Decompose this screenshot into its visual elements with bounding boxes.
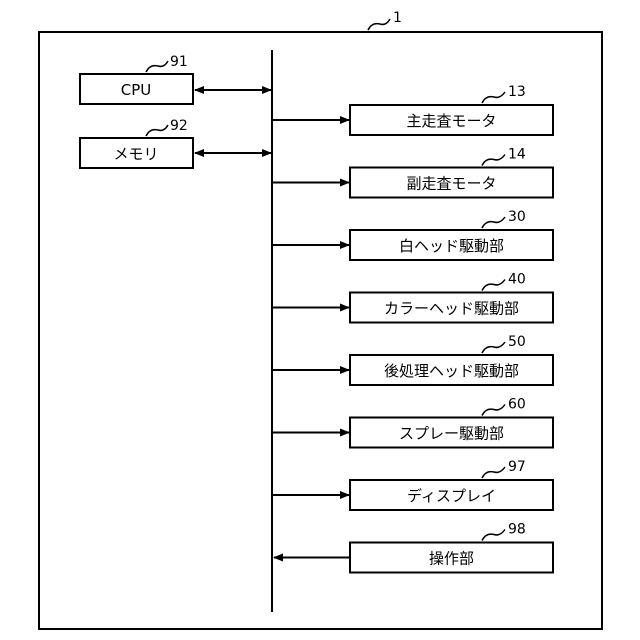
block-14: 副走査モータ 14 — [272, 147, 553, 198]
block-97-label: ディスプレイ — [407, 487, 496, 505]
system-ref: 1 — [393, 10, 402, 26]
memory-ref-leader — [146, 125, 168, 136]
block-97-ref-leader — [482, 467, 505, 478]
block-40-ref: 40 — [508, 272, 526, 288]
block-98-ref-leader — [482, 530, 505, 541]
block-30-ref: 30 — [508, 209, 526, 225]
block-13-ref: 13 — [508, 84, 526, 100]
left-blocks: CPU 91 メモリ 92 — [80, 54, 271, 168]
block-13: 主走査モータ 13 — [272, 84, 553, 135]
right-blocks: 主走査モータ 13 副走査モータ 14 白ヘッド駆動部30 カラーヘッド駆動部 40 後処理ヘ… — [272, 84, 553, 573]
block-40-label: カラーヘッド駆動部 — [384, 300, 519, 318]
cpu-ref-leader — [146, 61, 168, 72]
block-98-label: 操作部 — [429, 550, 474, 568]
block-30: 白ヘッド駆動部30 — [272, 209, 553, 260]
block-60-ref-leader — [482, 405, 505, 416]
block-50-label: 後処理ヘッド駆動部 — [384, 362, 519, 380]
block-97-ref: 97 — [508, 459, 526, 475]
block-98: 操作部 98 — [274, 522, 553, 573]
system-ref-leader — [368, 19, 390, 30]
memory-block: メモリ 92 — [80, 118, 271, 168]
block-60-ref: 60 — [508, 397, 526, 413]
block-60-label: スプレー駆動部 — [399, 425, 504, 443]
block-13-label: 主走査モータ — [406, 112, 496, 130]
block-50-ref-leader — [482, 342, 505, 353]
block-40: カラーヘッド駆動部 40 — [272, 272, 553, 323]
block-14-ref-leader — [482, 155, 505, 166]
cpu-block: CPU 91 — [80, 54, 271, 104]
block-60: スプレー駆動部60 — [272, 397, 553, 448]
memory-ref: 92 — [170, 118, 188, 134]
cpu-label: CPU — [121, 81, 152, 99]
block-97: ディスプレイ 97 — [272, 459, 553, 510]
block-14-label: 副走査モータ — [406, 175, 496, 193]
block-13-ref-leader — [482, 92, 505, 103]
block-40-ref-leader — [482, 280, 505, 291]
cpu-ref: 91 — [170, 54, 188, 70]
block-50: 後処理ヘッド駆動部 50 — [272, 334, 553, 385]
memory-label: メモリ — [113, 145, 158, 163]
block-50-ref: 50 — [508, 334, 526, 350]
block-30-label: 白ヘッド駆動部 — [399, 237, 504, 255]
block-14-ref: 14 — [508, 147, 526, 163]
block-98-ref: 98 — [508, 522, 526, 538]
block-30-ref-leader — [482, 217, 505, 228]
